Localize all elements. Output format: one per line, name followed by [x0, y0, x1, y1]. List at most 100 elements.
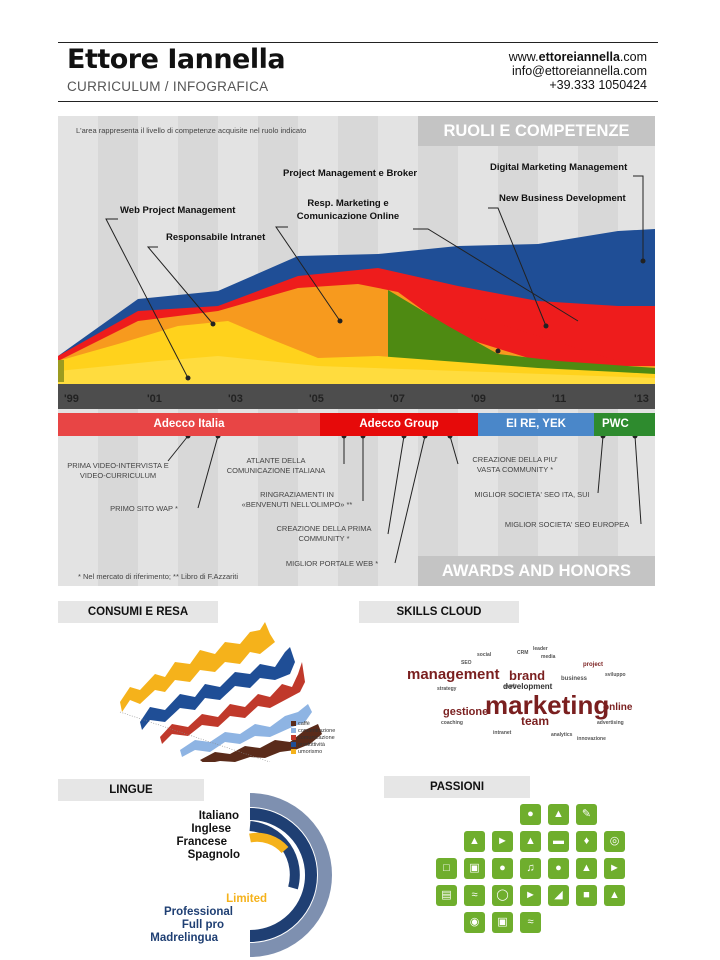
- skill-word: strategy: [437, 686, 457, 692]
- company-adecco-group: Adecco Group: [320, 413, 478, 436]
- header-top-rule: [58, 42, 658, 43]
- skill-word: web: [505, 684, 517, 690]
- year-05: '05: [309, 393, 324, 405]
- role-new-business: New Business Development: [499, 193, 626, 204]
- dining-icon: ◯: [492, 885, 513, 906]
- camera-icon: ▣: [492, 912, 513, 933]
- writing-icon: ✎: [576, 804, 597, 825]
- music-icon: ♫: [520, 858, 541, 879]
- skill-word: sviluppo: [605, 672, 626, 678]
- level-full-pro: Full pro: [181, 919, 224, 931]
- lang-francese: Francese: [176, 836, 227, 848]
- year-07: '07: [390, 393, 405, 405]
- skills-title: SKILLS CLOUD: [359, 601, 519, 623]
- lingue-radial-chart: [249, 793, 332, 957]
- contact-block: www.ettoreiannella.com info@ettoreiannel…: [509, 50, 647, 92]
- legend-item-umorismo: umorismo: [291, 749, 335, 756]
- website-link[interactable]: www.ettoreiannella.com: [508, 50, 647, 64]
- level-madrelingua: Madrelingua: [150, 932, 218, 944]
- legend-item-concentrazione: concentrazione: [291, 728, 335, 735]
- consumi-title: CONSUMI E RESA: [58, 601, 218, 623]
- hiking-icon: ►: [520, 885, 541, 906]
- skill-word: gestione: [443, 706, 489, 718]
- legend-item-produttivita: produttività: [291, 742, 335, 749]
- skill-word: intranet: [493, 730, 512, 736]
- year-01: '01: [147, 393, 162, 405]
- kitesurf-icon: ▲: [604, 885, 625, 906]
- boating-icon: ▬: [548, 831, 569, 852]
- cv-subtitle: CURRICULUM / INFOGRAFICA: [67, 79, 269, 94]
- year-99: '99: [64, 393, 79, 405]
- bus-icon: ▤: [436, 885, 457, 906]
- level-professional: Professional: [163, 906, 233, 918]
- skills-word-cloud: management brand marketing development t…: [401, 640, 651, 750]
- fishing-icon: ≈: [464, 885, 485, 906]
- skill-word: advertising: [597, 720, 624, 726]
- horse-riding-icon: ♦: [576, 831, 597, 852]
- skill-word: business: [561, 676, 588, 682]
- skill-word: media: [541, 654, 556, 660]
- sailing-icon: ▲: [520, 831, 541, 852]
- role-web-project: Web Project Management: [120, 205, 236, 216]
- mountain-icon: ▲: [576, 858, 597, 879]
- role-intranet: Responsabile Intranet: [166, 232, 266, 243]
- awards-title: AWARDS AND HONORS: [418, 556, 655, 586]
- roles-title: RUOLI E COMPETENZE: [418, 116, 655, 146]
- legend-item-comunicazione: comunicazione: [291, 735, 335, 742]
- awards-footnote: * Nel mercato di riferimento; ** Libro d…: [78, 572, 239, 581]
- skill-word: management: [407, 666, 500, 683]
- cycling-icon: ●: [520, 804, 541, 825]
- consumi-legend: caffè concentrazione comunicazione produ…: [291, 721, 335, 756]
- award-best-portal: MIGLIOR PORTALE WEB *: [285, 559, 379, 568]
- legend-item-caffe: caffè: [291, 721, 335, 728]
- windsurf-icon: ▲: [464, 831, 485, 852]
- consumi-3d-chart: [119, 622, 322, 762]
- level-limited: Limited: [226, 893, 267, 905]
- email-link[interactable]: info@ettoreiannella.com: [512, 64, 647, 78]
- role-marketing-1: Resp. Marketing e: [307, 198, 389, 209]
- skill-word: development: [503, 682, 553, 691]
- swimming-icon: ≈: [520, 912, 541, 933]
- roles-infographic: RUOLI E COMPETENZE L'area rappresenta il…: [58, 116, 655, 586]
- phone-number: +39.333 1050424: [549, 78, 647, 92]
- roles-area-chart: [58, 116, 655, 586]
- header-bottom-rule: [58, 101, 658, 102]
- year-13: '13: [634, 393, 649, 405]
- photo-icon: ▣: [464, 858, 485, 879]
- roles-note: L'area rappresenta il livello di compete…: [76, 126, 307, 135]
- award-seo-europe: MIGLIOR SOCIETA' SEO EUROPEA: [504, 520, 630, 529]
- skill-word: leader: [533, 646, 548, 652]
- passioni-title: PASSIONI: [384, 776, 530, 798]
- lang-italiano: Italiano: [198, 810, 239, 822]
- skill-word: innovazione: [577, 736, 606, 742]
- lang-inglese: Inglese: [191, 823, 231, 835]
- company-pwc: PWC: [594, 413, 655, 436]
- shooting-icon: ◎: [604, 831, 625, 852]
- skill-word: SEO: [461, 660, 472, 666]
- award-seo-ita: MIGLIOR SOCIETA' SEO ITA, SUI: [474, 490, 590, 499]
- award-olimpo: RINGRAZIAMENTI IN«BENVENUTI NELL'OLIMPO»…: [241, 490, 353, 509]
- skill-word: online: [603, 702, 633, 713]
- lingue-title: LINGUE: [58, 779, 204, 801]
- skill-word: coaching: [441, 720, 463, 726]
- cv-name: Ettore Iannella: [67, 44, 286, 75]
- role-project-broker: Project Management e Broker: [283, 168, 418, 179]
- award-wap-site: PRIMO SITO WAP *: [110, 504, 178, 513]
- skill-word: analytics: [551, 732, 573, 738]
- skill-word: brand: [509, 668, 546, 683]
- year-03: '03: [228, 393, 243, 405]
- tennis-icon: ●: [548, 858, 569, 879]
- computer-icon: □: [436, 858, 457, 879]
- suitcase-icon: ■: [576, 885, 597, 906]
- skill-word: project: [583, 662, 604, 668]
- timeline-band: [58, 384, 655, 409]
- skiing-icon: ◢: [548, 885, 569, 906]
- coin-icon: ◉: [464, 912, 485, 933]
- trekking-icon: ►: [604, 858, 625, 879]
- year-11: '11: [552, 393, 567, 405]
- skill-word: CRM: [517, 650, 529, 656]
- skill-word: social: [477, 652, 492, 658]
